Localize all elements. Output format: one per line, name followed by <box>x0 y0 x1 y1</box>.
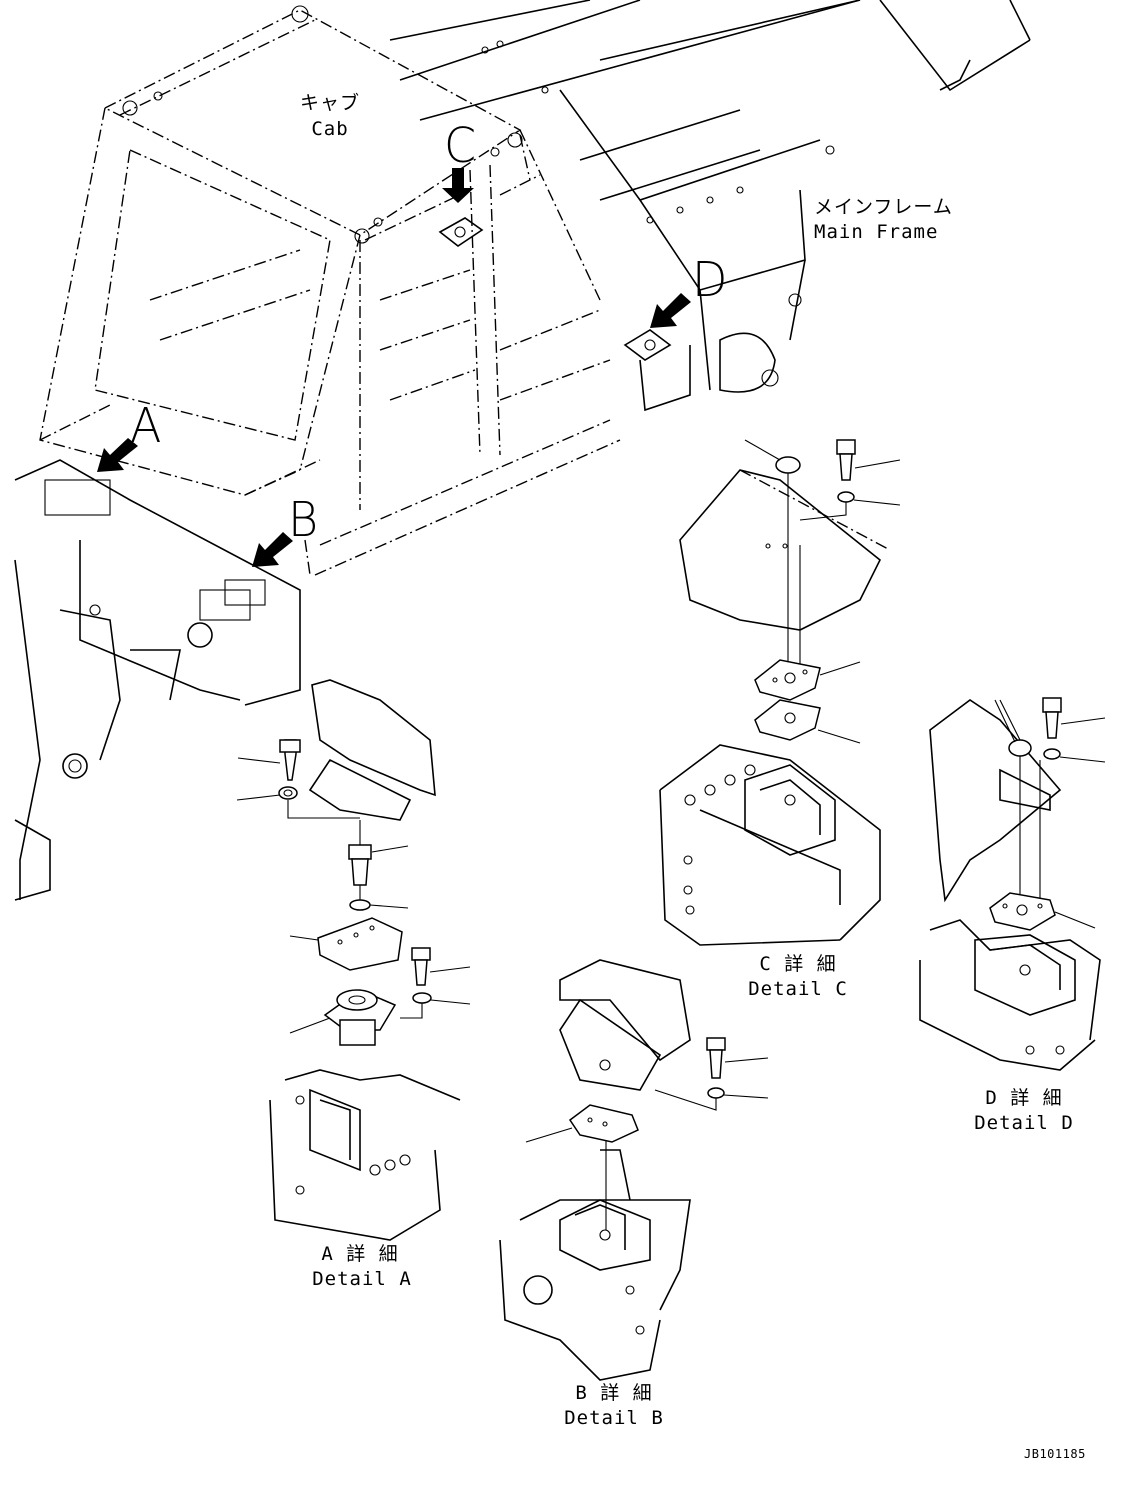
detail-a-label-jp: A 詳 細 <box>321 1243 399 1265</box>
cab-label-en: Cab <box>311 118 349 140</box>
cab-outline <box>39 5 621 576</box>
detail-b-label-en: Detail B <box>564 1407 664 1429</box>
leader-lines <box>999 699 1021 741</box>
main-frame-label-en: Main Frame <box>814 221 939 243</box>
detail-a-label-en: Detail A <box>312 1268 412 1290</box>
arrow-d <box>650 293 691 328</box>
main-frame-label-jp: メインフレーム <box>814 196 953 218</box>
detail-c-label-en: Detail C <box>748 978 848 1000</box>
detail-d-label-jp: D 詳 細 <box>985 1087 1063 1109</box>
callout-b: B <box>288 490 319 548</box>
cab-label-jp: キャブ <box>299 92 361 114</box>
arrow-b <box>252 532 293 567</box>
detail-b-label-jp: B 詳 細 <box>575 1382 653 1404</box>
detail-a-drawing <box>236 679 471 1241</box>
detail-d-label-en: Detail D <box>974 1112 1074 1134</box>
mount-c-onframe <box>438 217 484 247</box>
arrow-c <box>442 168 474 203</box>
callout-d: D <box>692 250 728 308</box>
arrow-a <box>97 438 138 472</box>
drawing-code: JB101185 <box>1024 1447 1086 1461</box>
detail-c-label-jp: C 詳 細 <box>759 953 837 975</box>
detail-c-drawing <box>659 439 901 946</box>
front-frame <box>14 459 301 901</box>
detail-b-drawing <box>499 959 769 1381</box>
callout-c: C <box>444 116 477 174</box>
callout-a: A <box>130 396 162 454</box>
main-frame-outline <box>389 0 1031 391</box>
detail-d-drawing <box>919 697 1106 1071</box>
mount-d-onframe <box>623 329 779 412</box>
